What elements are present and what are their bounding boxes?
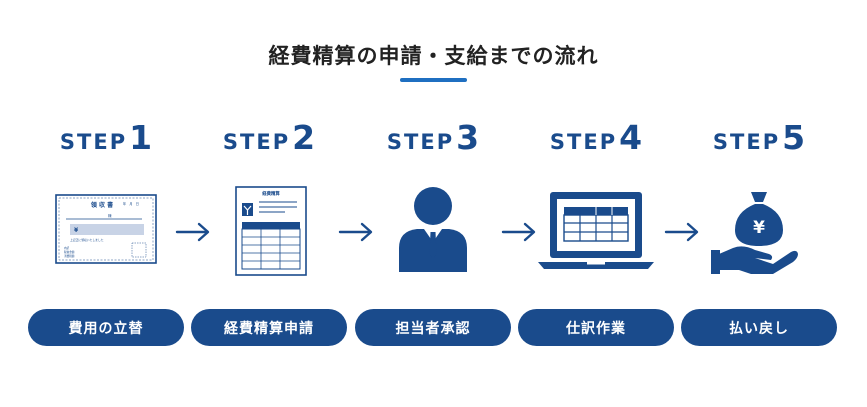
step-word: STEP: [222, 130, 291, 154]
money-bag-hand-icon: ¥: [711, 192, 798, 274]
step-5: STEP5 ¥ 払い戻し: [681, 0, 837, 407]
form-header: 経費精算: [262, 190, 280, 197]
manager-person-icon: [399, 187, 467, 272]
step-4: STEP4 仕訳作業: [518, 0, 674, 407]
receipt-tax: 消費税額: [64, 254, 75, 258]
receipt-date: 年 月 日: [123, 201, 139, 206]
step-2: STEP2 経費精算 経費精算申請: [191, 0, 347, 407]
page-title: 経費精算の申請・支給までの流れ: [268, 44, 599, 68]
step-2-label: 経費精算申請: [191, 309, 347, 346]
receipt-icon: 領 収 書 年 月 日 様 ¥ 上記正に領収いたしました 内訳 税抜金額 消費税…: [55, 194, 157, 264]
receipt-note: 上記正に領収いたしました: [70, 238, 104, 242]
step-number: 4: [619, 118, 643, 157]
step-5-heading: STEP5: [681, 118, 837, 157]
receipt-header: 領 収 書: [90, 201, 113, 209]
step-number: 3: [456, 118, 480, 157]
step-4-label: 仕訳作業: [518, 309, 674, 346]
arrow-right-icon: [501, 222, 536, 242]
step-2-heading: STEP2: [191, 118, 347, 157]
step-3-heading: STEP3: [355, 118, 511, 157]
step-word: STEP: [549, 130, 618, 154]
arrow-right-icon: [338, 222, 373, 242]
step-word: STEP: [59, 130, 128, 154]
receipt-breakdown: 内訳: [64, 246, 70, 250]
laptop-spreadsheet-icon: [538, 192, 654, 269]
step-3: STEP3 担当者承認: [355, 0, 511, 407]
step-1-label: 費用の立替: [28, 309, 184, 346]
step-3-label: 担当者承認: [355, 309, 511, 346]
step-1: STEP1 領 収 書 年 月 日 様 ¥ 上記正に領収いたしました 内訳 税抜…: [28, 0, 184, 407]
expense-form-icon: 経費精算: [235, 186, 307, 276]
step-5-label: 払い戻し: [681, 309, 837, 346]
arrow-right-icon: [664, 222, 699, 242]
step-number: 5: [782, 118, 806, 157]
title-underline: [400, 78, 467, 82]
arrow-right-icon: [175, 222, 210, 242]
step-4-heading: STEP4: [518, 118, 674, 157]
step-1-heading: STEP1: [28, 118, 184, 157]
step-number: 1: [129, 118, 153, 157]
step-number: 2: [292, 118, 316, 157]
receipt-amount: ¥: [74, 227, 79, 234]
receipt-name: 様: [108, 213, 112, 218]
yen-symbol: ¥: [753, 218, 765, 238]
receipt-subtotal: 税抜金額: [64, 250, 75, 254]
step-word: STEP: [386, 130, 455, 154]
step-word: STEP: [712, 130, 781, 154]
